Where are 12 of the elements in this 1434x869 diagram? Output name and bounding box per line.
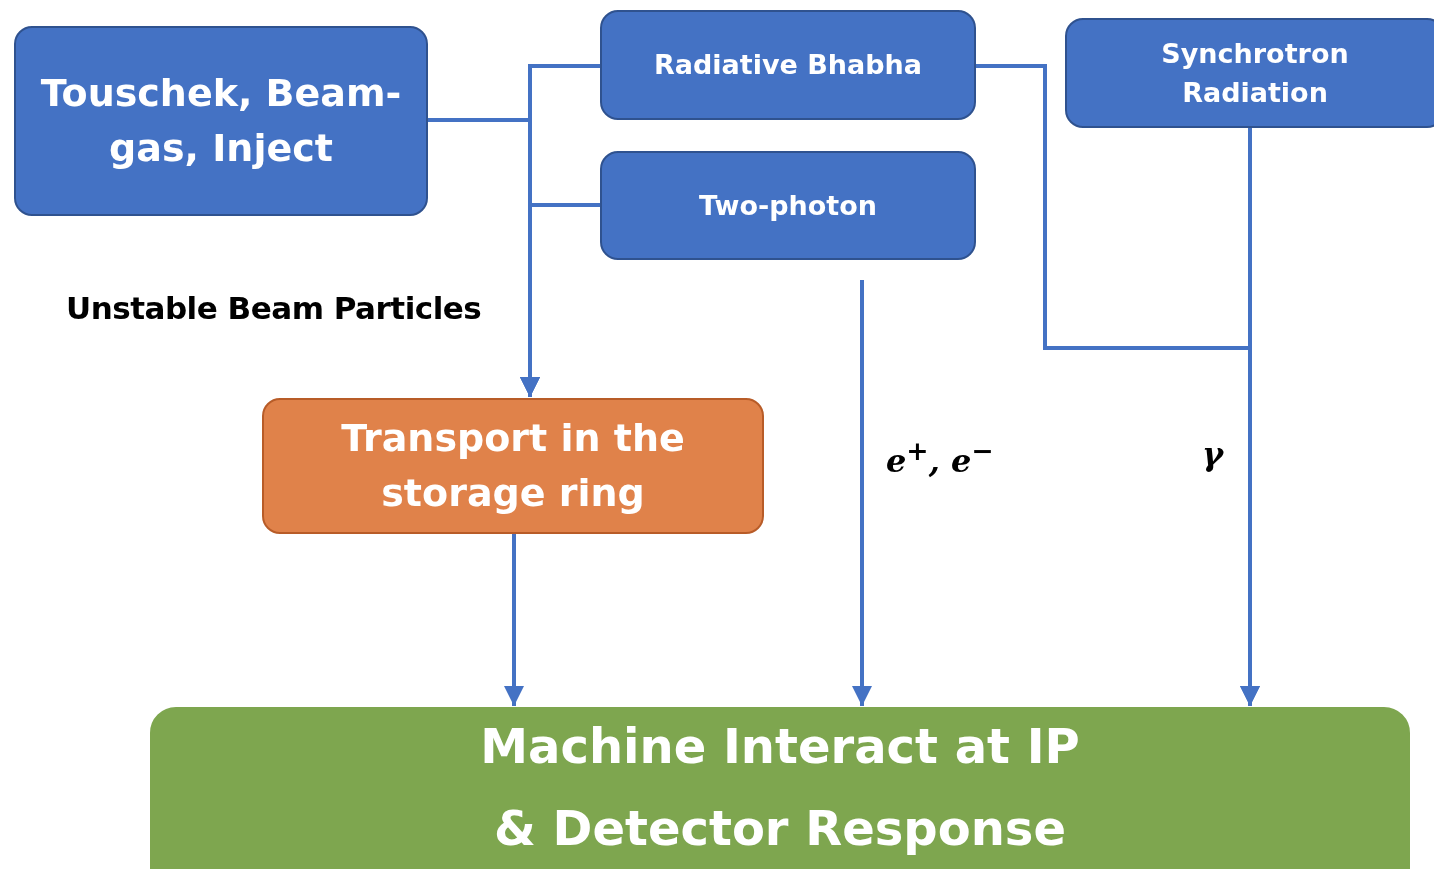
process-box: Transport in the storage ring (262, 398, 764, 534)
edge-label: γ (1202, 435, 1224, 473)
arrow (852, 280, 872, 706)
source-box: Radiative Bhabha (600, 10, 976, 120)
source-box: Synchrotron Radiation (1065, 18, 1434, 128)
source-box: Two-photon (600, 151, 976, 260)
edge-label: e$^{+}$, e$^{−}$ (886, 435, 994, 480)
arrow (520, 203, 600, 397)
arrow (504, 534, 524, 706)
annotation-text: Unstable Beam Particles (66, 290, 482, 326)
result-box: Machine Interact at IP & Detector Response (150, 707, 1410, 869)
source-box: Touschek, Beam-gas, Inject (14, 26, 428, 216)
